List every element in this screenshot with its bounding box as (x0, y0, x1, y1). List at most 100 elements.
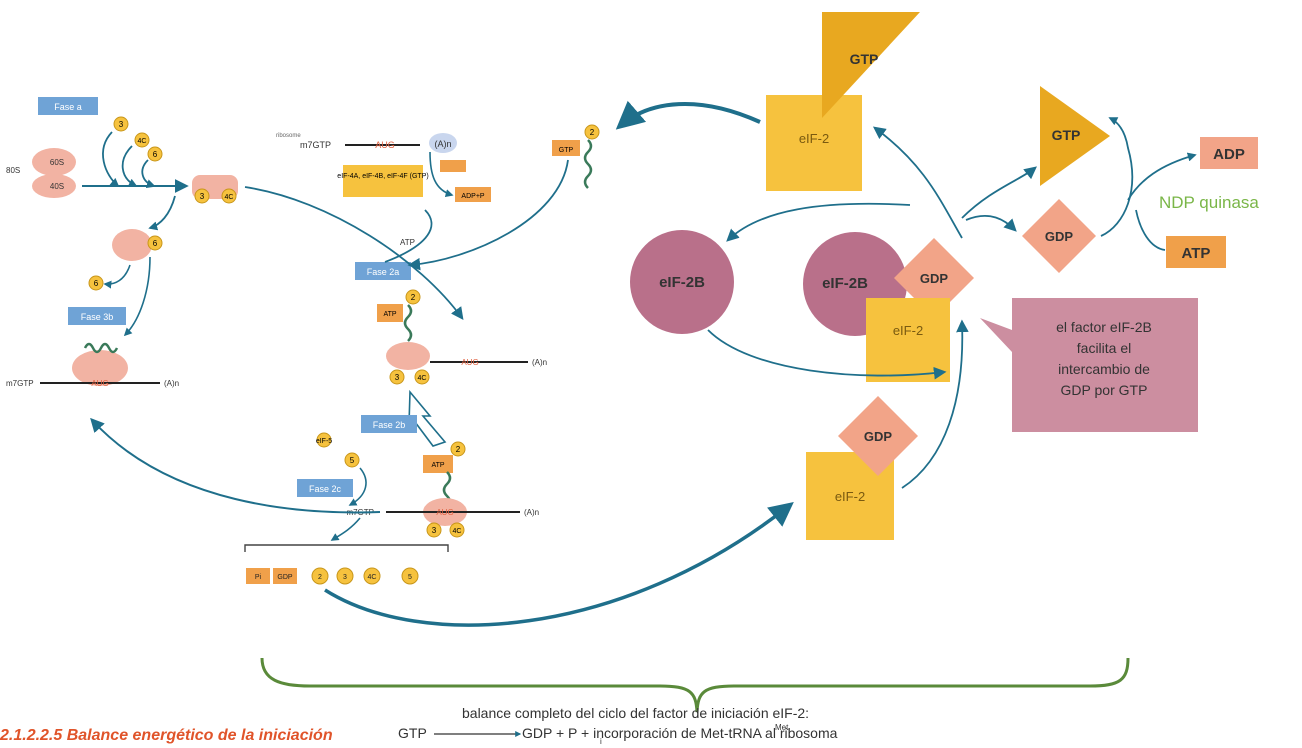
phase-box-2c (297, 479, 353, 497)
phase-box-a (38, 97, 98, 115)
arrow-release-to-eif2 (324, 501, 794, 627)
complex-48s-tail: (A)n (524, 508, 539, 517)
equation-sub-i: i (600, 737, 602, 746)
eif5-badge-label: eIF-5 (316, 438, 332, 445)
complex-43s-aug: AUG (461, 358, 478, 367)
arrow-factor-to-2a (384, 209, 433, 263)
balance-title: balance completo del ciclo del factor de… (462, 705, 809, 721)
ribosome-80s-label: 80S (6, 166, 20, 175)
arrow-eif2gdp-to-complex (901, 319, 969, 489)
factor-box-text: eIF-4A, eIF-4B, eIF-4F (GTP) (337, 173, 428, 180)
arrow-f4c-in (121, 145, 138, 187)
factor-4c-text: 4C (138, 138, 147, 145)
release-item-label: 2 (318, 574, 322, 581)
complex-40s-f3-text: 3 (200, 192, 205, 201)
eif2-gtp-square (766, 95, 862, 191)
equation-sup-met: Met (775, 723, 789, 732)
large-subunit-label: 60S (50, 158, 64, 167)
complex-48s-f3-text: 3 (432, 526, 437, 535)
arrow-atp-in (1135, 209, 1166, 251)
released-f6-text: 6 (94, 279, 99, 288)
mrna-80s-tail: (A)n (164, 379, 179, 388)
phase-label-2c: Fase 2c (309, 484, 342, 494)
mrna-80s-cap: m7GTP (6, 379, 34, 388)
complex-43s-f4c (414, 369, 430, 385)
complex-43s-trna (403, 304, 413, 342)
atp-label-right: ATP (1182, 245, 1211, 262)
eif5-badge-a (316, 432, 332, 448)
eif2b-circle-free (630, 230, 734, 334)
ndp-quinasa-label: NDP quinasa (1159, 193, 1259, 212)
atp-box-right (1166, 236, 1226, 268)
gdp-diamond-bottom (838, 396, 918, 476)
phase-label-3b: Fase 3b (81, 312, 114, 322)
adp-box (455, 187, 491, 202)
phase-box-2b (361, 415, 417, 433)
eif2-square-complex (866, 298, 950, 382)
mrna-top-polya (429, 133, 457, 153)
arrow-complex-to-gtp (961, 166, 1037, 219)
complex-43s-f3 (389, 369, 405, 385)
ternary-trna (583, 139, 593, 189)
eif5-badge-b-text: 5 (350, 456, 355, 465)
arrow-complex-to-eif2gtp (872, 126, 963, 239)
complex-43s-body (386, 342, 430, 370)
gdp-diamond-right (1022, 199, 1096, 273)
eif2b-label-free: eIF-2B (659, 274, 705, 291)
arrow-60s-release (148, 195, 176, 231)
mrna-top-aug: AUG (375, 140, 395, 150)
phase-label-a: Fase a (54, 102, 82, 112)
arrow-ternary-to-2a (407, 159, 569, 271)
subunit-60s-f6 (147, 235, 163, 251)
arrow-factor-atp (429, 151, 454, 198)
complex-40s-f4c (221, 188, 237, 204)
complex-43s-f4c-text: 4C (418, 375, 427, 382)
callout-line-1: el factor eIF-2B (1056, 319, 1152, 335)
trna-80s (83, 342, 119, 354)
release-item-shape (336, 567, 354, 585)
large-subunit (32, 148, 76, 176)
complex-48s-f4c (449, 522, 465, 538)
equation-left: GTP (398, 725, 427, 741)
eif2-gtp-label: eIF-2 (799, 131, 829, 146)
complex-43s-f2-text: 2 (411, 293, 416, 302)
ternary-gtp-label: GTP (559, 147, 574, 154)
complex-40s-f3 (194, 188, 210, 204)
atp-label-2a: ATP (400, 238, 415, 247)
small-subunit (32, 174, 76, 198)
section-heading: 2.1.2.2.5 Balance energético de la inici… (0, 727, 333, 744)
release-item-label: 5 (408, 574, 412, 581)
ternary-f2-badge (584, 124, 600, 140)
release-item-shape (311, 567, 329, 585)
callout-line-3: intercambio de (1058, 361, 1150, 377)
arrow-48s-to-80s (90, 417, 381, 514)
adp-label: ADP+P (461, 193, 484, 200)
mrna-80s-aug: AUG (91, 379, 108, 388)
release-item-label: 3 (343, 574, 347, 581)
atp-box-small (440, 160, 466, 172)
eif2b-label-complex: eIF-2B (822, 275, 868, 292)
release-item-shape (401, 567, 419, 585)
phase-box-3b (68, 307, 126, 325)
arrow-release-down (330, 517, 361, 541)
gtp-triangle-top (822, 12, 920, 118)
release-item-shape (246, 568, 270, 584)
arrow-ndp-adp (1127, 152, 1197, 201)
release-item-label: 4C (368, 574, 377, 581)
gtp-label-right: GTP (1052, 127, 1081, 143)
callout-line-2: facilita el (1077, 340, 1131, 356)
callout-line-4: GDP por GTP (1061, 382, 1148, 398)
phase-box-2a (355, 262, 411, 280)
arrow-complex-to-gdp (965, 215, 1017, 232)
complex-40s-f4c-text: 4C (225, 194, 234, 201)
complex-43s-f2 (405, 289, 421, 305)
phase-label-2b: Fase 2b (373, 420, 406, 430)
eif2-label-complex: eIF-2 (893, 323, 923, 338)
mrna-top-tail: (A)n (434, 139, 451, 149)
gdp-label-bottom: GDP (864, 429, 893, 444)
complex-48s-atp (423, 455, 453, 473)
factor-box (343, 165, 423, 197)
small-subunit-label: 40S (50, 182, 64, 191)
